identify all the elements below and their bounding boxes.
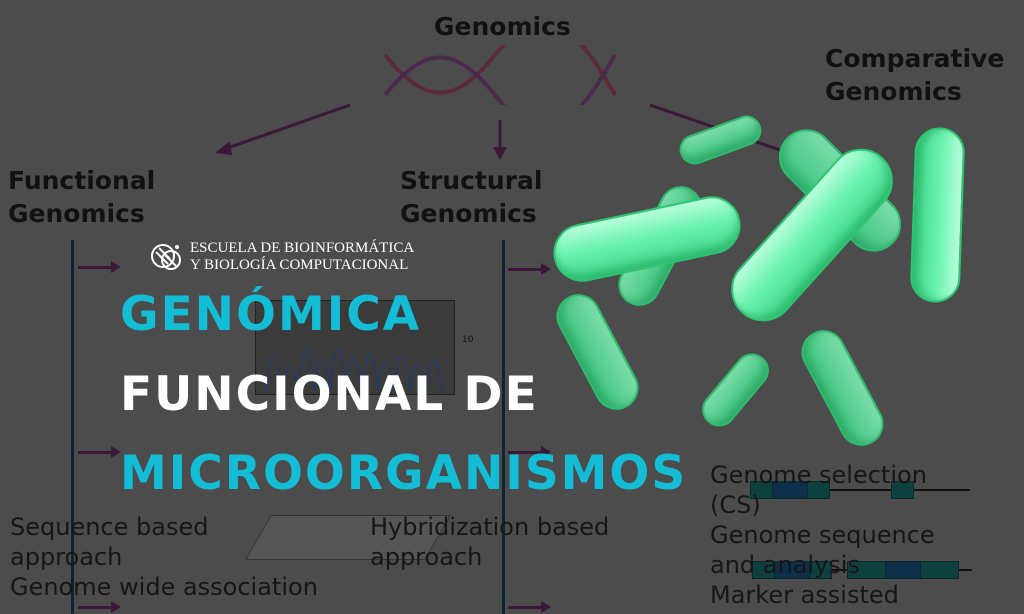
s-item: (CS) (710, 491, 761, 519)
s-item: Genome selection (710, 461, 927, 489)
title-line-3: MICROORGANISMOS (120, 446, 688, 501)
f-item: Genome wide association (10, 573, 318, 601)
f-item: Hybridization based (370, 513, 610, 541)
logo-line-1: ESCUELA DE BIOINFORMÁTICA (190, 240, 415, 256)
dna-cell-logo-icon (151, 244, 181, 270)
s-item: Marker assisted (710, 581, 899, 609)
comparative-label-2: Genomics (825, 77, 962, 106)
bacterium (548, 286, 647, 418)
arrow (508, 263, 551, 275)
chromatogram (255, 300, 455, 395)
bacterium (909, 126, 966, 304)
s-item: Genome sequence (710, 521, 935, 549)
exon (885, 561, 921, 579)
exon (891, 481, 914, 499)
f-item: approach (10, 543, 123, 571)
structural-line (502, 240, 505, 614)
dna-helix-icon (383, 45, 617, 105)
f-item: Sequence based (10, 513, 209, 541)
bacterium (793, 322, 892, 454)
gene-line (750, 489, 970, 491)
exon (774, 561, 810, 579)
title-line-2: FUNCIONAL DE (120, 367, 539, 422)
arrow (508, 446, 551, 458)
bacterium (695, 346, 776, 434)
logo-line-2: Y BIOLOGÍA COMPUTACIONAL (190, 257, 409, 273)
s-item: and analysis (710, 551, 860, 579)
arrow (78, 446, 121, 458)
exon (772, 481, 808, 499)
diagram-title: Genomics (434, 12, 571, 41)
arrow (508, 601, 551, 613)
functional-label-2: Genomics (8, 199, 145, 228)
arrow (78, 601, 121, 613)
axis-tick: 10 (462, 335, 474, 345)
structural-label-1: Structural (400, 166, 543, 195)
structural-label-2: Genomics (400, 199, 537, 228)
comparative-label-1: Comparative (825, 44, 1005, 73)
title-line-1: GENÓMICA (120, 287, 422, 342)
functional-label-1: Functional (8, 166, 156, 195)
arrow (78, 261, 121, 273)
functional-line (71, 240, 74, 614)
f-item: approach (370, 543, 483, 571)
